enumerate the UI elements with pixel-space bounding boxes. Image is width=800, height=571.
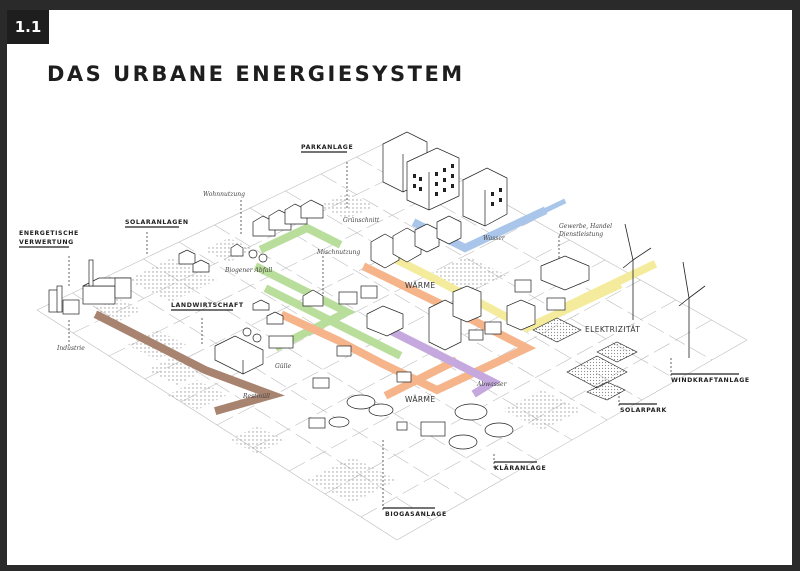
grid-line — [324, 299, 677, 495]
energy-flows — [93, 198, 661, 415]
label-waerme-bottom: WÄRME — [405, 395, 436, 404]
poster-sheet: 1.1 DAS URBANE ENERGIESYSTEM — [7, 10, 792, 565]
energy-system-diagram: ENERGETISCHE VERWERTUNG SOLARANLAGEN PAR… — [19, 131, 750, 541]
label-gewerbe: Gewerbe, Handel — [559, 223, 612, 230]
label-solaranlagen: SOLARANLAGEN — [125, 219, 189, 226]
houses-mixed — [252, 215, 590, 351]
housing-rows — [252, 199, 324, 237]
label-wasser: Wasser — [483, 235, 506, 242]
label-solarpark: SOLARPARK — [620, 407, 667, 414]
flow-guelle — [263, 284, 403, 360]
flow-restmuell — [93, 310, 285, 415]
apartment-blocks — [382, 131, 508, 227]
farm-buildings — [214, 327, 412, 389]
industry-complex — [48, 259, 132, 315]
field-8 — [307, 457, 397, 503]
label-waerme-top: WÄRME — [405, 281, 436, 290]
label-energetische-2: VERWERTUNG — [19, 239, 74, 246]
section-badge: 1.1 — [7, 10, 49, 44]
label-parkanlage: PARKANLAGE — [301, 144, 353, 151]
grid-line — [107, 275, 468, 501]
grid-line — [356, 156, 713, 361]
field-7 — [502, 390, 582, 430]
label-abwasser: Abwasser — [476, 381, 508, 388]
field-10 — [167, 380, 227, 410]
flow-abwasser — [383, 324, 502, 398]
grid-line — [249, 207, 608, 421]
grid-line — [143, 258, 503, 481]
bold-labels: ENERGETISCHE VERWERTUNG SOLARANLAGEN PAR… — [19, 144, 750, 518]
flow-biogener-abfall — [253, 262, 356, 352]
field-2 — [203, 238, 255, 262]
label-biogener-abfall: Biogener Abfall — [224, 267, 272, 274]
label-dienstleistung: Dienstleistung — [558, 231, 603, 238]
leader-lines — [68, 162, 672, 510]
flow-elektrizitaet-2 — [561, 258, 661, 312]
biogas-plant — [308, 394, 408, 431]
page-title: DAS URBANE ENERGIESYSTEM — [47, 62, 465, 86]
label-windkraftanlage: WINDKRAFTANLAGE — [671, 377, 750, 384]
label-guelle: Gülle — [275, 363, 291, 370]
label-restmuell: Restmüll — [242, 393, 270, 400]
grid-line — [396, 339, 748, 541]
label-mischnutzung: Mischnutzung — [316, 249, 360, 256]
solar-park-panels — [532, 317, 638, 401]
label-energetische-1: ENERGETISCHE — [19, 230, 79, 237]
flow-gruenschnitt — [258, 223, 343, 254]
label-wohnnutzung: Wohnnutzung — [203, 191, 245, 198]
field-9 — [229, 426, 285, 454]
italic-labels: Industrie Wohnnutzung Grünschnitt Biogen… — [56, 191, 612, 400]
flow-waerme-2 — [383, 356, 459, 400]
sewage-plant — [420, 403, 514, 450]
houses-solar-area — [178, 243, 268, 273]
label-klaeranlage: KLÄRANLAGE — [494, 463, 546, 472]
flow-labels: WÄRME WÄRME ELEKTRIZITÄT — [405, 281, 640, 404]
label-gruenschnitt: Grünschnitt — [343, 217, 380, 224]
wind-turbines — [622, 223, 706, 358]
label-elektrizitaet: ELEKTRIZITÄT — [585, 325, 640, 334]
flow-wasser-dashes — [538, 198, 567, 216]
label-landwirtschaft: LANDWIRTSCHAFT — [171, 302, 244, 309]
label-biogasanlage: BIOGASANLAGE — [385, 511, 447, 518]
label-industrie: Industrie — [56, 345, 85, 352]
grid-line — [180, 219, 535, 403]
